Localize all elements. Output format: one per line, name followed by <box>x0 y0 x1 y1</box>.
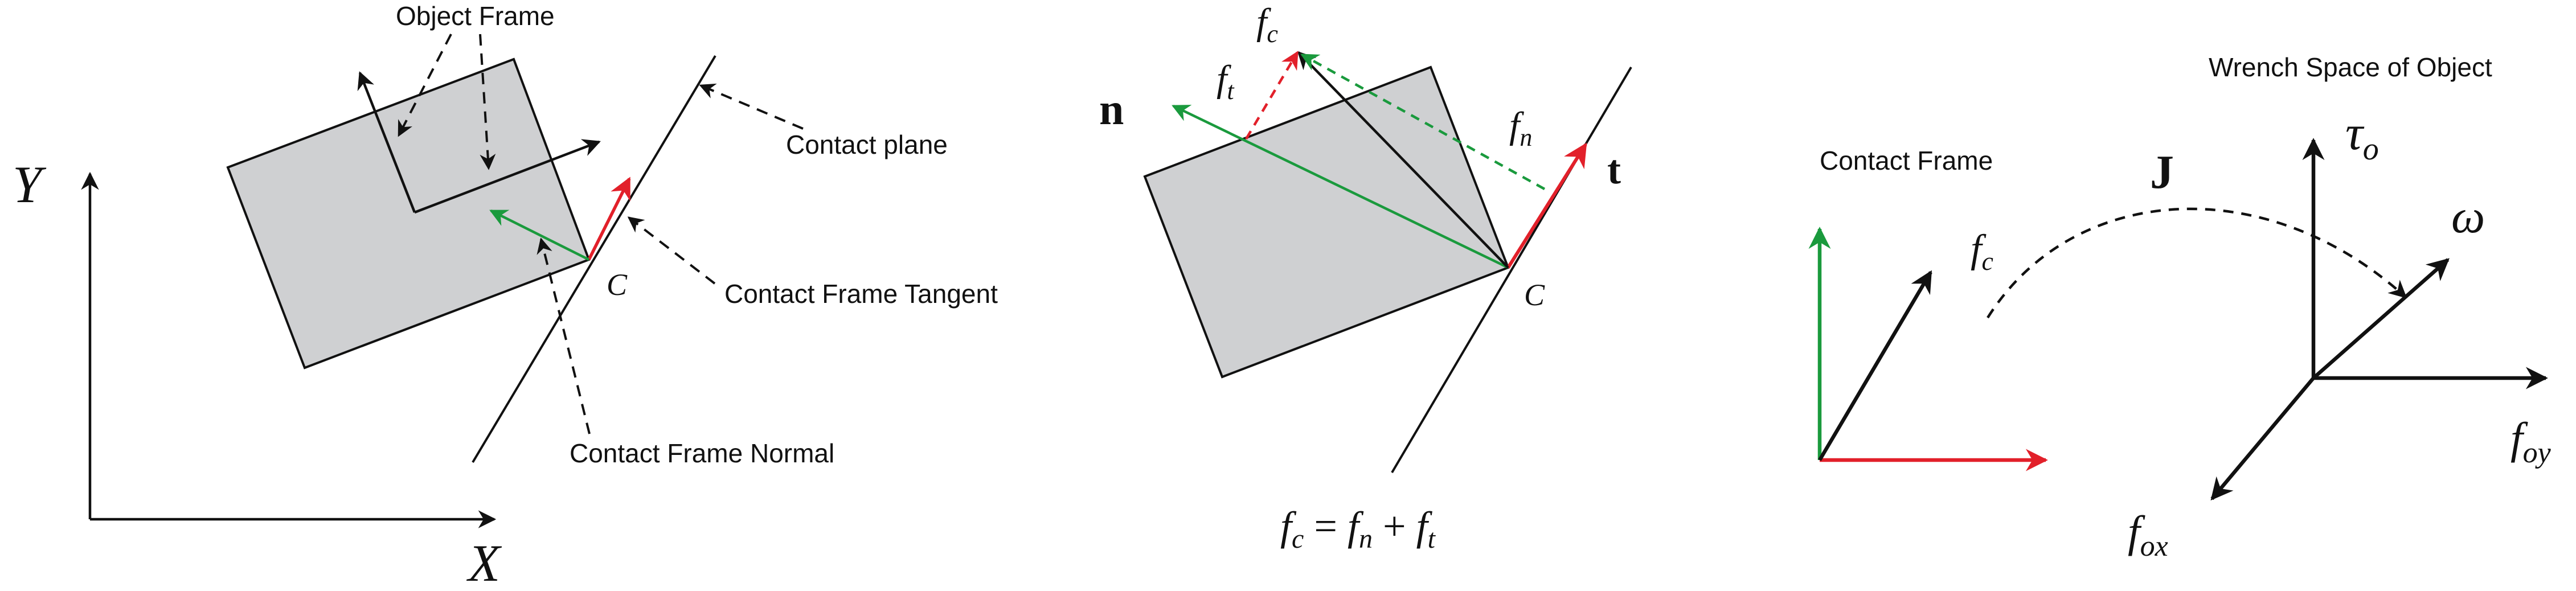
omega-label: ω <box>2451 190 2485 243</box>
object-rectangle-2 <box>1143 65 1510 379</box>
jacobian-mapping-arc <box>1987 207 2407 319</box>
object-frame-y-axis <box>357 71 416 213</box>
jacobian-label: J <box>2150 146 2174 199</box>
contact-tangent-leader <box>627 216 716 285</box>
contact-normal-leader <box>537 237 591 434</box>
wrench-omega-axis <box>2312 258 2450 380</box>
fox-label: fox <box>2128 507 2168 563</box>
contact-plane-line <box>472 55 716 463</box>
fc-label-3: fc <box>1971 227 1993 276</box>
contact-frame-tangent-label: Contact Frame Tangent <box>724 279 998 309</box>
normal-vector <box>1172 104 1509 269</box>
contact-tangent-vector <box>587 177 631 261</box>
contact-plane-leader <box>699 83 804 130</box>
tau-label: τo <box>2345 105 2379 167</box>
fc-label: fc <box>1256 1 1278 48</box>
panel-world-frame: Y X C Object Frame Contact plane Contact… <box>13 1 998 591</box>
wrench-space-title: Wrench Space of Object <box>2209 52 2492 82</box>
object-rectangle <box>226 58 591 370</box>
tangent-vector <box>1506 142 1587 269</box>
contact-force-fc-vector <box>1818 270 1932 461</box>
world-y-label: Y <box>13 155 47 214</box>
contact-normal-vector <box>489 209 590 261</box>
object-frame-x-axis <box>414 139 601 214</box>
contact-line <box>1391 66 1632 474</box>
contact-point-label: C <box>607 268 628 302</box>
tangential-component-dashed <box>1245 51 1299 140</box>
normal-component-dashed <box>1300 54 1546 190</box>
fn-label: fn <box>1509 105 1532 151</box>
n-vector-label: n <box>1099 84 1124 134</box>
contact-plane-label: Contact plane <box>786 130 948 159</box>
contact-frame-title: Contact Frame <box>1820 146 1993 175</box>
t-vector-label: t <box>1607 147 1621 192</box>
object-frame-label: Object Frame <box>396 1 555 31</box>
contact-frame-normal-label: Contact Frame Normal <box>570 438 834 468</box>
panel-wrench-mapping: Contact Frame Wrench Space of Object fc … <box>1808 52 2552 563</box>
object-frame-leader-2 <box>479 34 496 170</box>
foy-label: foy <box>2511 413 2552 469</box>
wrench-fox-axis <box>2210 376 2315 500</box>
panel-force-decomposition: fc ft fn n t C fc = fn + ft <box>1099 1 1632 554</box>
world-x-label: X <box>466 534 502 591</box>
contact-force-vector <box>1297 51 1509 269</box>
force-equation: fc = fn + ft <box>1280 503 1436 554</box>
contact-point-label-2: C <box>1524 278 1545 312</box>
ft-label: ft <box>1217 58 1235 105</box>
